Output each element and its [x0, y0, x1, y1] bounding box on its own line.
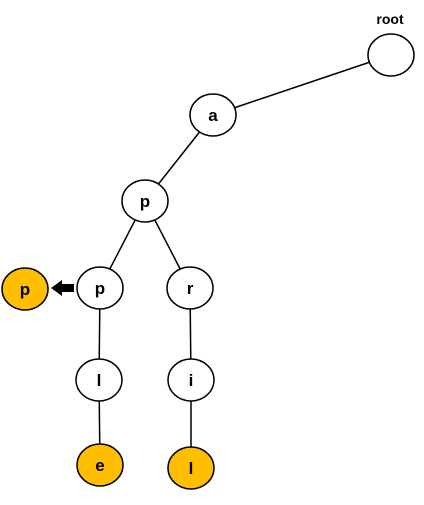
trie-node-r: r — [166, 266, 214, 310]
node-label-e: e — [95, 456, 104, 475]
node-label-pnew: p — [20, 280, 30, 299]
edge-p1-p2 — [109, 219, 136, 270]
node-circle-pnew — [1, 267, 49, 311]
trie-node-e: e — [76, 443, 124, 487]
nodes-layer: a p p r l i e l p — [1, 33, 415, 490]
edge-l1-e — [98, 400, 101, 445]
node-label-p1: p — [140, 192, 150, 211]
node-circle-e — [76, 443, 124, 487]
insert-arrow — [51, 280, 74, 296]
trie-node-l1: l — [75, 358, 123, 402]
trie-node-a: a — [189, 93, 237, 137]
node-circle-l2 — [167, 446, 215, 490]
node-circle-root — [367, 33, 415, 77]
node-circle-p2 — [76, 266, 124, 310]
edge-p2-l1 — [98, 308, 101, 360]
edges-layer — [98, 61, 370, 447]
arrow-layer — [51, 280, 74, 296]
node-label-i: i — [189, 371, 194, 390]
node-label-r: r — [187, 279, 194, 298]
edge-a-p1 — [157, 131, 201, 185]
insert-arrow-shaft — [60, 284, 74, 292]
trie-node-l2: l — [167, 446, 215, 490]
insert-arrow-head — [51, 280, 62, 296]
trie-node-p2: p — [76, 266, 124, 310]
trie-node-pnew: p — [1, 267, 49, 311]
node-label-l2: l — [189, 459, 194, 478]
trie-node-i: i — [167, 358, 215, 402]
edge-r-i — [189, 308, 192, 360]
node-circle-a — [189, 93, 237, 137]
edge-p1-r — [154, 219, 181, 270]
edge-root-a — [234, 61, 370, 109]
root-caption: root — [376, 11, 404, 27]
node-circle-r — [166, 266, 214, 310]
trie-node-p1: p — [121, 179, 169, 223]
node-label-p2: p — [95, 279, 105, 298]
node-label-l1: l — [97, 371, 102, 390]
node-circle-i — [167, 358, 215, 402]
node-label-a: a — [208, 106, 218, 125]
node-circle-l1 — [75, 358, 123, 402]
node-circle-p1 — [121, 179, 169, 223]
trie-node-root — [367, 33, 415, 77]
